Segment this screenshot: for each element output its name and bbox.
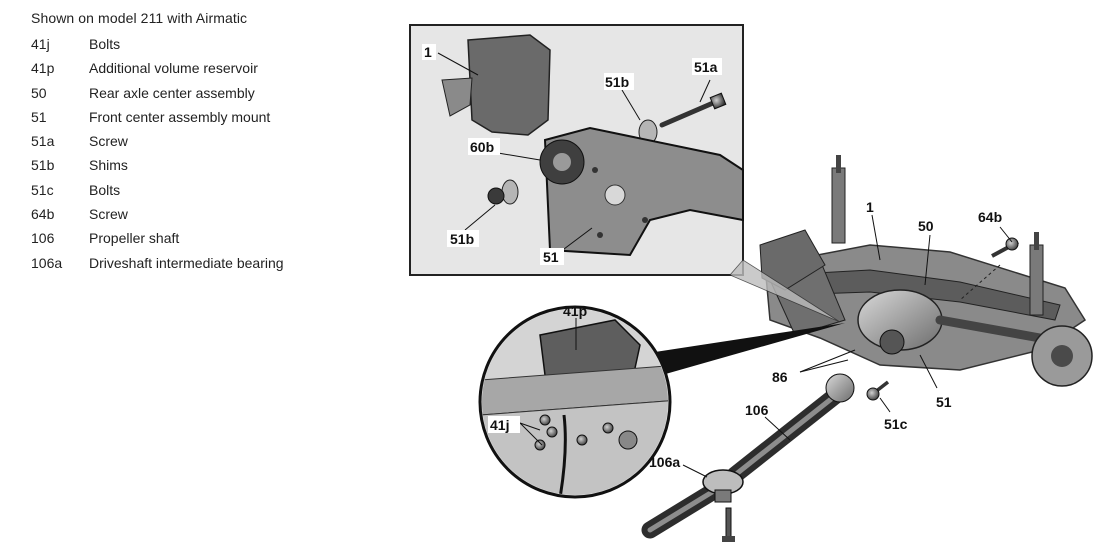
inset-bolt	[539, 414, 551, 426]
legend-description: Screw	[89, 206, 128, 223]
front-center-assembly-mount	[543, 126, 744, 257]
driveshaft-intermediate-bearing	[702, 469, 744, 503]
axle-driveshaft	[935, 315, 1045, 343]
callout-labels: 1 51b 51a 60b 51b 51 1 50 64b 86 51 51c …	[422, 44, 1002, 470]
legend-row: 51b Shims	[30, 154, 247, 178]
rear-axle-assembly	[759, 155, 1093, 401]
inset-frame-rail	[482, 364, 668, 416]
leader-lines	[437, 52, 1013, 478]
legend-description: Rear axle center assembly	[89, 84, 255, 101]
legend-row: 51a Screw	[30, 130, 247, 154]
nut-shim-bottom	[487, 179, 519, 205]
legend-row: 106a Driveshaft intermediate bearing	[30, 252, 284, 276]
right-hub-center	[1051, 345, 1073, 367]
legend-row: 51 Front center assembly mount	[30, 106, 270, 130]
detail-connector	[729, 259, 841, 323]
callout-51b-shims-lower: 51b	[450, 231, 474, 247]
bracket	[467, 34, 551, 136]
callout-51b-shims: 51b	[605, 74, 629, 90]
legend-description: Additional volume reservoir	[89, 60, 258, 77]
callout-64b-screw: 64b	[978, 209, 1002, 225]
callout-60b: 60b	[470, 139, 494, 155]
callout-106-propeller-shaft: 106	[745, 402, 769, 418]
legend-code: 51	[31, 108, 47, 125]
callout-51a-screw: 51a	[694, 59, 718, 75]
callout-1-main: 1	[866, 199, 874, 215]
bearing-screw	[722, 507, 735, 542]
mounting-guide	[959, 264, 1001, 301]
legend-code: 50	[31, 84, 47, 101]
legend-code: 64b	[31, 206, 55, 223]
right-shock-absorber	[1029, 244, 1044, 316]
inset-bolt	[602, 422, 614, 434]
left-shock-absorber	[831, 167, 846, 244]
legend-description: Shims	[89, 157, 128, 174]
callout-51c-bolts: 51c	[884, 416, 908, 432]
legend-code: 51a	[31, 133, 55, 150]
left-shock-rod	[836, 155, 841, 173]
legend-code: 51c	[31, 181, 54, 198]
right-shock-rod	[1034, 232, 1039, 250]
legend-description: Front center assembly mount	[89, 108, 271, 125]
propeller-shaft-flange	[825, 373, 855, 403]
legend-description: Bolts	[89, 181, 121, 198]
inset-view-reservoir	[478, 305, 672, 499]
callout-41j-bolts: 41j	[490, 417, 509, 433]
screw-64b	[991, 237, 1019, 258]
legend-row: 41p Additional volume reservoir	[30, 57, 258, 81]
legend-description: Driveshaft intermediate bearing	[89, 254, 284, 271]
inset-bolt	[546, 426, 558, 438]
callout-51-mount: 51	[543, 249, 559, 265]
legend-description: Screw	[89, 133, 128, 150]
legend-heading: Shown on model 211 with Airmatic	[31, 10, 248, 26]
callout-51-main: 51	[936, 394, 952, 410]
legend-code: 51b	[31, 157, 55, 174]
callout-1-detail: 1	[424, 44, 432, 60]
detail-view-mount	[409, 24, 744, 276]
bolt-51c	[866, 380, 890, 401]
legend-code: 41j	[31, 36, 50, 52]
legend-code: 106a	[31, 254, 63, 271]
legend-row: 50 Rear axle center assembly	[30, 82, 255, 106]
legend-description: Propeller shaft	[89, 230, 180, 247]
callout-106a-bearing: 106a	[649, 454, 680, 470]
callout-86: 86	[772, 369, 788, 385]
inset-bolt	[576, 434, 588, 446]
callout-50-center-assembly: 50	[918, 218, 934, 234]
legend-code: 106	[31, 230, 55, 247]
differential-flange	[879, 329, 905, 355]
inset-connector	[655, 323, 845, 375]
screw-51a	[659, 92, 727, 128]
rear-axle-exploded-diagram: 1 51b 51a 60b 51b 51 1 50 64b 86 51 51c …	[409, 24, 1093, 542]
legend-row: 64b Screw	[30, 203, 247, 227]
legend-row: 106 Propeller shaft	[30, 227, 247, 251]
legend-description: Bolts	[89, 36, 121, 52]
propeller-shaft	[641, 373, 855, 542]
legend-code: 41p	[31, 60, 55, 77]
inset-bolt	[534, 439, 546, 451]
legend-row: 41j Bolts	[30, 33, 247, 57]
callout-41p-reservoir: 41p	[563, 303, 587, 319]
legend-row: 51c Bolts	[30, 179, 247, 203]
